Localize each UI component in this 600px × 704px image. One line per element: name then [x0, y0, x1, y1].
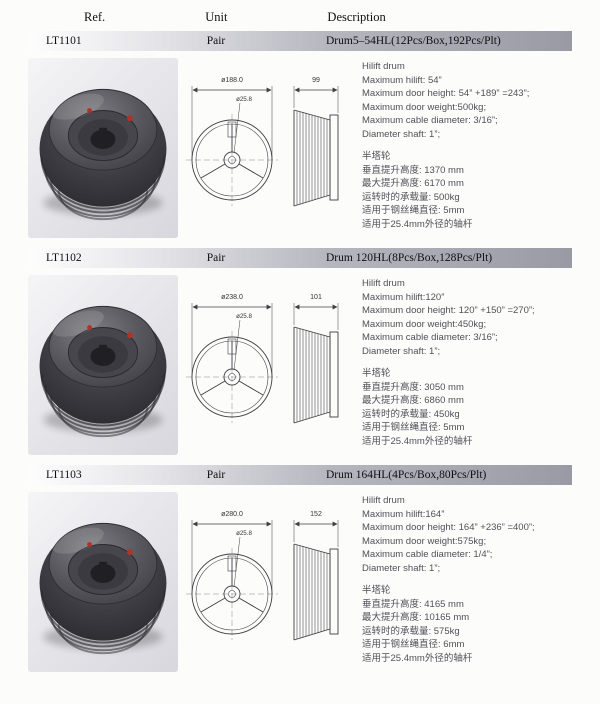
spec-line: 运转时的承载量: 575kg: [362, 625, 460, 637]
column-headers: Ref. Unit Description: [0, 0, 600, 31]
spec-line: 垂直提升高度: 1370 mm: [362, 164, 464, 176]
product-section-lt1101: LT1101 Pair Drum5–54HL(12Pcs/Box,192Pcs/…: [0, 31, 600, 238]
spec-line: Maximum cable diameter: 1/4”;: [362, 549, 493, 560]
specs-chinese: 半塔轮垂直提升高度: 1370 mm 最大提升高度: 6170 mm 运转时的承载量…: [362, 150, 529, 231]
drum-photo: [28, 492, 178, 672]
drum-width-label: 99: [312, 77, 320, 84]
spec-line: Diameter shaft: 1”;: [362, 345, 441, 357]
product-unit: Pair: [206, 469, 226, 481]
spec-line: 最大提升高度: 6170 mm: [362, 178, 464, 189]
spec-line: Maximum door weight:450kg;: [362, 318, 487, 330]
column-header-description: Description: [327, 10, 386, 24]
specs-chinese: 半塔轮垂直提升高度: 3050 mm 最大提升高度: 6860 mm 运转时的承载量…: [362, 367, 535, 448]
spec-line: Maximum hilift:120”: [362, 291, 445, 303]
spec-line: Maximum door weight:575kg;: [362, 535, 487, 547]
spec-line: 适用于钢丝绳直径: 6mm: [362, 639, 465, 650]
spec-line: Maximum door height: 54” +189” =243”;: [362, 88, 530, 99]
spec-line: Diameter shaft: 1”;: [362, 562, 441, 574]
column-header-unit: Unit: [205, 10, 228, 24]
hub-diameter-label: ø25.8: [236, 530, 252, 537]
spec-line: 半塔轮: [362, 368, 391, 379]
spec-line: Maximum hilift: 54”: [362, 74, 442, 86]
spec-line: 半塔轮: [362, 585, 391, 596]
drum-width-label: 101: [310, 294, 322, 301]
hub-diameter-label: ø25.8: [236, 313, 252, 320]
spec-line: Diameter shaft: 1”;: [362, 128, 441, 140]
product-header-bar: LT1101 Pair Drum5–54HL(12Pcs/Box,192Pcs/…: [30, 31, 572, 51]
spec-line: Maximum cable diameter: 3/16”;: [362, 115, 498, 126]
drum-photo: [28, 275, 178, 455]
technical-drawing: ø238.0 ø25.8 101: [182, 275, 354, 455]
drum-photo-image: [28, 58, 178, 238]
drum-photo-image: [28, 492, 178, 672]
product-header-bar: LT1102 Pair Drum 120HL(8Pcs/Box,128Pcs/P…: [30, 248, 572, 268]
spec-line: 适用于钢丝绳直径: 5mm: [362, 205, 465, 216]
outer-diameter-label: ø280.0: [221, 511, 243, 518]
spec-line: 最大提升高度: 10165 mm: [362, 612, 470, 623]
drum-photo-image: [28, 275, 178, 455]
product-description: Drum 120HL(8Pcs/Box,128Pcs/Plt): [326, 252, 493, 264]
column-header-ref: Ref.: [84, 10, 106, 24]
spec-line: 适用于钢丝绳直径: 5mm: [362, 422, 465, 433]
spec-line: 适用于25.4mm外径的轴杆: [362, 435, 473, 447]
spec-line: Hilift drum: [362, 495, 405, 506]
spec-line: 运转时的承载量: 500kg: [362, 191, 460, 203]
product-ref: LT1102: [46, 252, 82, 264]
outer-diameter-label: ø188.0: [221, 77, 243, 84]
spec-line: Maximum cable diameter: 3/16”;: [362, 332, 498, 343]
outer-diameter-label: ø238.0: [221, 294, 243, 301]
drum-width-label: 152: [310, 511, 322, 518]
spec-line: 最大提升高度: 6860 mm: [362, 395, 464, 406]
spec-line: 半塔轮: [362, 151, 391, 162]
drum-photo: [28, 58, 178, 238]
product-description: Drum5–54HL(12Pcs/Box,192Pcs/Plt): [326, 35, 501, 47]
product-unit: Pair: [206, 252, 226, 264]
catalog-page: Ref. Unit Description LT1101 Pair Drum5–…: [0, 0, 600, 672]
technical-drawing: ø188.0 ø25.8 99: [182, 58, 354, 238]
spec-line: Maximum hilift:164”: [362, 508, 445, 520]
hub-diameter-label: ø25.8: [236, 96, 252, 103]
spec-line: Hilift drum: [362, 278, 405, 289]
spec-line: Hilift drum: [362, 61, 405, 72]
technical-drawing: ø280.0 ø25.8 152: [182, 492, 354, 672]
technical-drawing-image: ø280.0 ø25.8 152: [182, 511, 354, 672]
spec-line: Maximum door weight:500kg;: [362, 101, 487, 113]
product-ref: LT1103: [46, 469, 82, 481]
spec-line: 垂直提升高度: 4165 mm: [362, 598, 464, 610]
product-section-lt1103: LT1103 Pair Drum 164HL(4Pcs/Box,80Pcs/Pl…: [0, 465, 600, 672]
product-unit: Pair: [206, 35, 226, 47]
spec-line: Maximum door height: 120” +150” =270”;: [362, 305, 535, 316]
spec-line: 垂直提升高度: 3050 mm: [362, 381, 464, 393]
spec-line: 适用于25.4mm外径的轴杆: [362, 218, 473, 230]
spec-line: 运转时的承载量: 450kg: [362, 408, 460, 420]
product-section-lt1102: LT1102 Pair Drum 120HL(8Pcs/Box,128Pcs/P…: [0, 248, 600, 455]
product-header-bar: LT1103 Pair Drum 164HL(4Pcs/Box,80Pcs/Pl…: [30, 465, 572, 485]
technical-drawing-image: ø188.0 ø25.8 99: [182, 77, 354, 238]
spec-line: 适用于25.4mm外径的轴杆: [362, 652, 473, 664]
technical-drawing-image: ø238.0 ø25.8 101: [182, 294, 354, 455]
product-ref: LT1101: [46, 35, 82, 47]
product-description: Drum 164HL(4Pcs/Box,80Pcs/Plt): [326, 469, 487, 481]
spec-line: Maximum door height: 164” +236” =400”;: [362, 522, 535, 533]
specs-chinese: 半塔轮垂直提升高度: 4165 mm 最大提升高度: 10165 mm 运转时的承载…: [362, 584, 535, 665]
